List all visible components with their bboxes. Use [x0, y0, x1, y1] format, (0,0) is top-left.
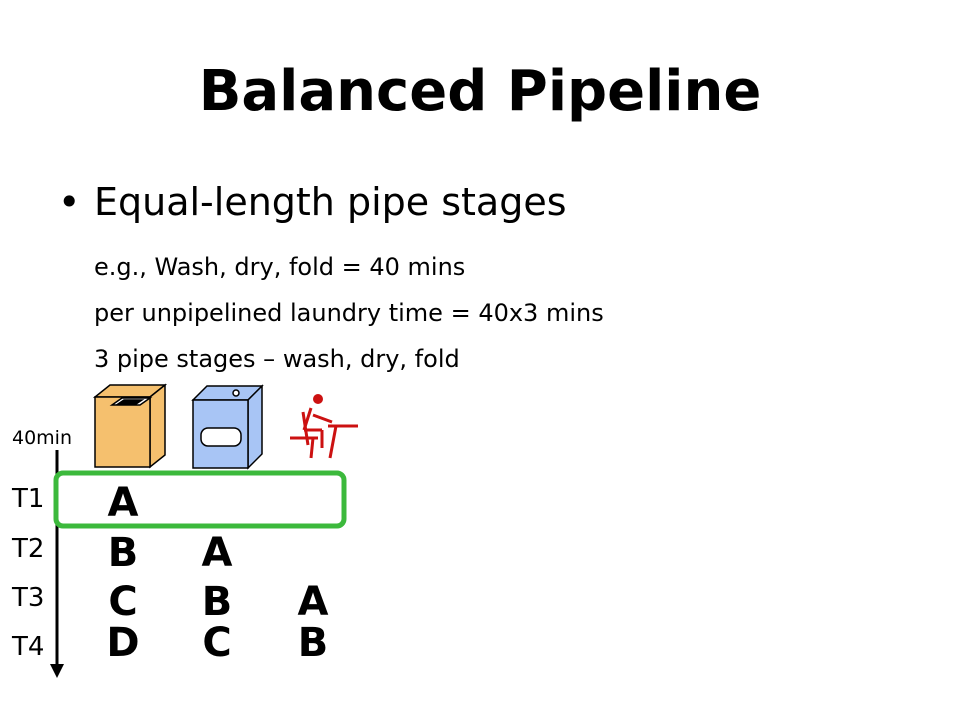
job-cell: A — [297, 579, 329, 625]
job-cell: C — [202, 620, 232, 666]
job-cell: B — [297, 620, 329, 666]
highlight-box — [53, 470, 347, 529]
sub-point: 3 pipe stages – wash, dry, fold — [94, 345, 460, 373]
job-cell: B — [107, 530, 139, 576]
washer-icon — [92, 383, 168, 469]
job-cell: C — [108, 579, 138, 625]
time-slot-label: T4 — [12, 632, 45, 662]
bullet-text: Equal-length pipe stages — [94, 180, 567, 224]
bullet-dot-icon: • — [58, 180, 81, 224]
sub-point: per unpipelined laundry time = 40x3 mins — [94, 299, 604, 327]
time-unit-label: 40min — [12, 427, 73, 449]
dryer-icon — [191, 384, 264, 470]
time-slot-label: T1 — [12, 484, 45, 514]
folding-person-icon — [290, 394, 358, 459]
job-cell: D — [106, 620, 140, 666]
sub-point: e.g., Wash, dry, fold = 40 mins — [94, 253, 466, 281]
time-slot-label: T2 — [12, 534, 45, 564]
time-slot-label: T3 — [12, 583, 45, 613]
job-cell: A — [107, 480, 139, 526]
job-cell: B — [201, 579, 233, 625]
slide-title: Balanced Pipeline — [198, 59, 762, 124]
job-cell: A — [201, 530, 233, 576]
